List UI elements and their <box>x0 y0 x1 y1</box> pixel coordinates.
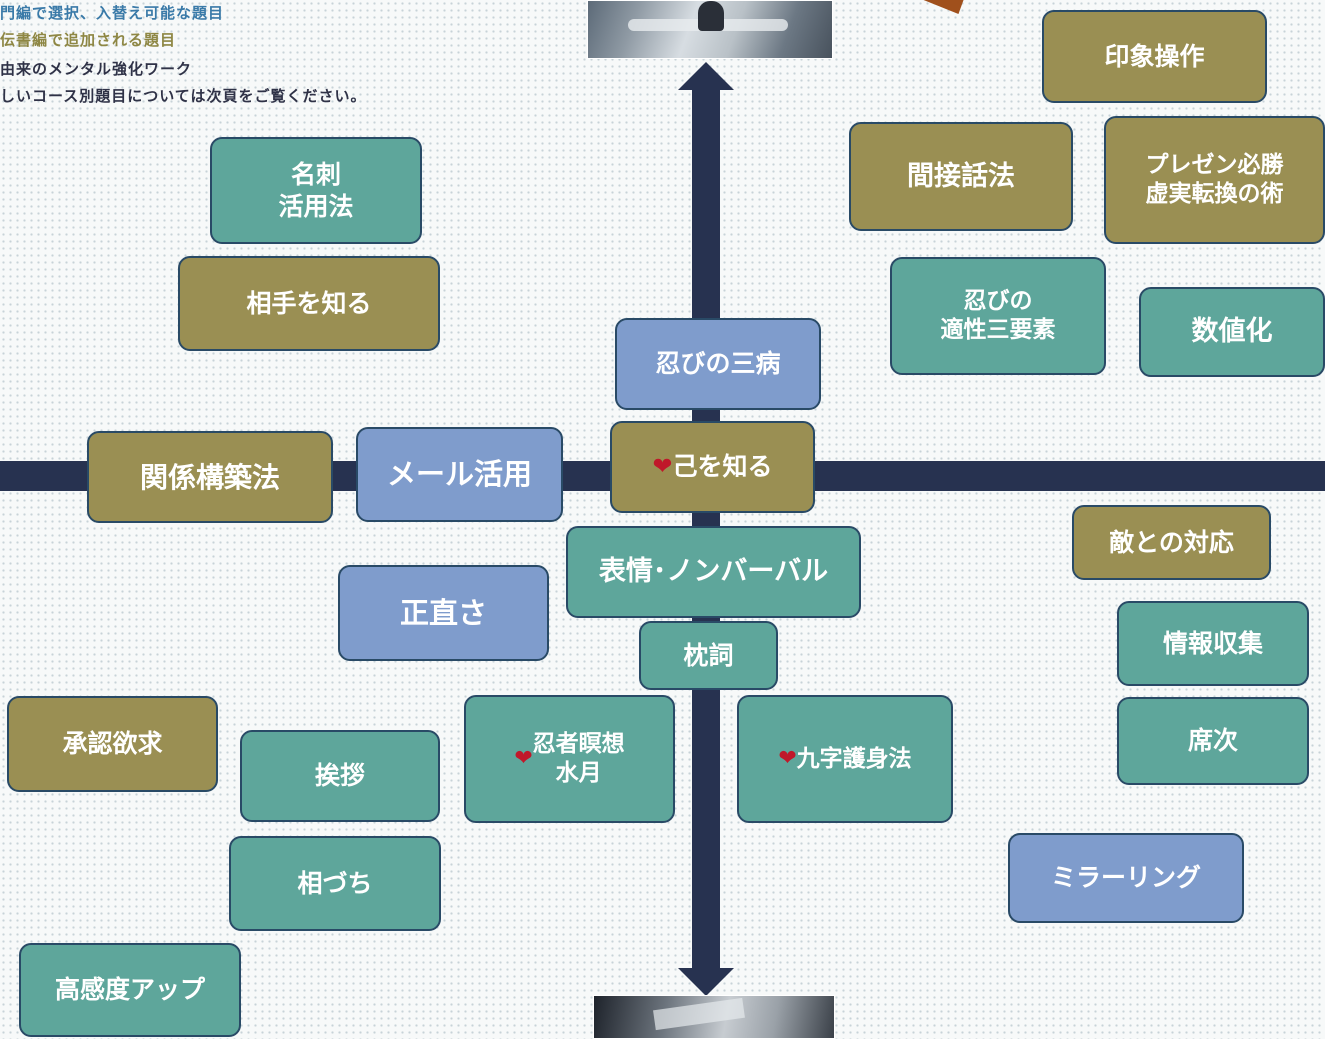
legend-note: しいコース別題目については次頁をご覧ください。 <box>0 87 367 105</box>
desk-photo <box>593 995 835 1039</box>
box-meishi: 名刺 活用法 <box>210 137 422 244</box>
meeting-photo <box>587 0 833 59</box>
box-hyoujou: 表情･ノンバーバル <box>566 526 861 618</box>
box-sekiji: 席次 <box>1117 697 1309 785</box>
box-kansetsu: 間接話法 <box>849 122 1073 231</box>
box-aite: 相手を知る <box>178 256 440 351</box>
box-shounin: 承認欲求 <box>7 696 218 792</box>
arrow-up-icon <box>678 62 734 90</box>
box-tekisei: 忍びの 適性三要素 <box>890 257 1106 375</box>
box-suuchi: 数値化 <box>1139 287 1325 377</box>
heart-icon: ❤ <box>652 452 673 481</box>
box-sanbyou: 忍びの三病 <box>615 318 821 410</box>
legend-selectable: 門編で選択、入替え可能な題目 <box>0 4 225 22</box>
box-meisou: ❤忍者瞑想 水月 <box>464 695 675 823</box>
decorative-shape <box>918 0 964 14</box>
box-kuji: ❤九字護身法 <box>737 695 953 823</box>
box-mail: メール活用 <box>356 427 563 522</box>
box-present: プレゼン必勝 虚実転換の術 <box>1104 116 1325 244</box>
box-koukando: 高感度アップ <box>19 943 241 1037</box>
heart-icon: ❤ <box>778 746 797 772</box>
box-teki: 敵との対応 <box>1072 505 1271 580</box>
box-kankei: 関係構築法 <box>87 431 333 523</box>
box-inshou: 印象操作 <box>1042 10 1267 103</box>
box-onore: ❤己を知る <box>610 421 815 513</box>
legend-densho: 伝書編で追加される題目 <box>0 31 177 49</box>
box-mirror: ミラーリング <box>1008 833 1244 923</box>
arrow-down-icon <box>678 968 734 996</box>
box-jouhou: 情報収集 <box>1117 601 1309 686</box>
heart-icon: ❤ <box>514 746 533 772</box>
box-shoujiki: 正直さ <box>338 565 549 661</box>
box-makura: 枕詞 <box>639 621 778 690</box>
box-aisatsu: 挨拶 <box>240 730 440 822</box>
box-aiduchi: 相づち <box>229 836 441 931</box>
legend-mental: 由来のメンタル強化ワーク <box>0 60 193 78</box>
